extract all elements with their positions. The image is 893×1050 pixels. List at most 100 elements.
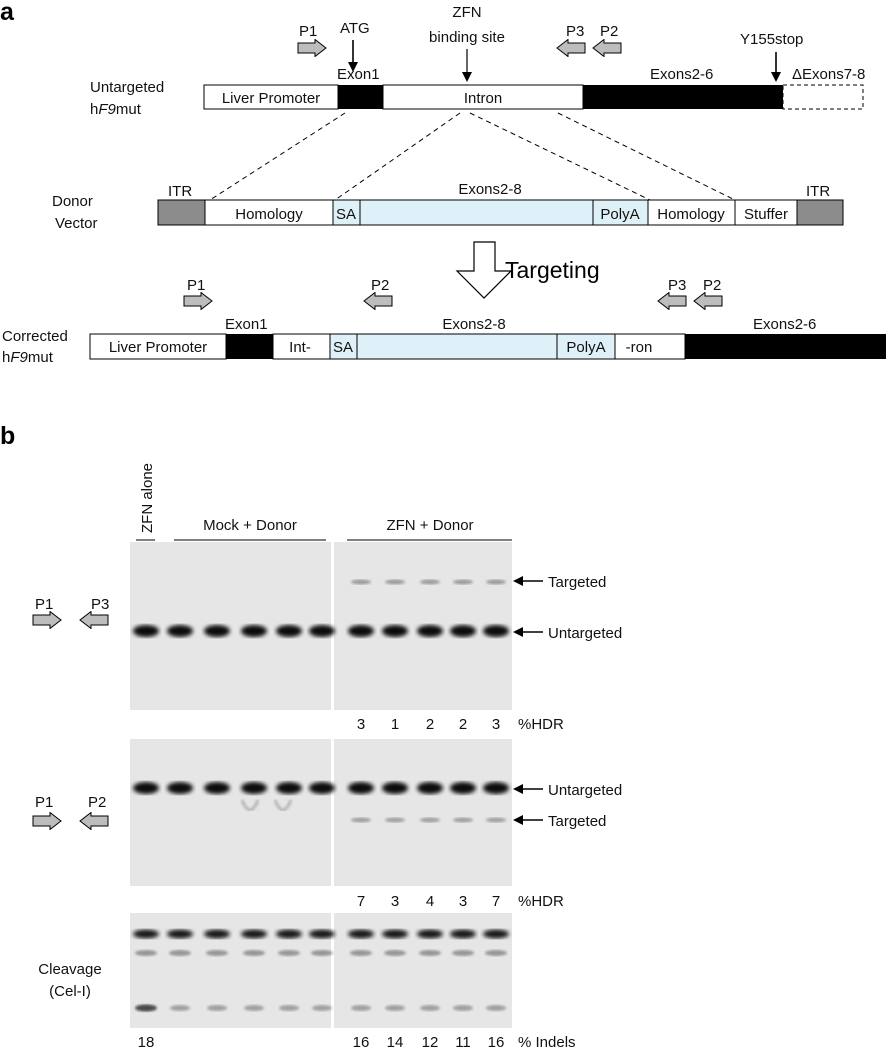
donor-sa-label: SA	[336, 206, 356, 223]
gel3-metric-label: % Indels	[518, 1034, 576, 1050]
gel3-label-line2: (Cel-I)	[49, 983, 91, 1000]
untargeted-label-line1: Untargeted	[90, 79, 164, 96]
gel3-indel-value: 14	[387, 1034, 404, 1050]
gel3-cleaved-band	[453, 1005, 473, 1011]
gel2-untargeted-label: Untargeted	[548, 782, 622, 799]
corrected-promoter-label: Liver Promoter	[109, 339, 207, 356]
gel2-p2-label: P2	[88, 794, 106, 811]
homology-guide-4	[557, 112, 736, 201]
gel1-untargeted-band	[204, 625, 230, 637]
gel1-untargeted-band	[348, 625, 374, 637]
corrected-sa-label: SA	[333, 339, 353, 356]
gel1-targeted-band	[420, 579, 440, 585]
gel1-p1-arrow-icon	[32, 611, 62, 629]
zfn-donor-label: ZFN + Donor	[386, 517, 473, 534]
gel3-mid-band	[350, 950, 372, 956]
gel2-untargeted-band	[276, 782, 302, 794]
gel2-hdr-value: 3	[459, 893, 467, 910]
gel1-targeted-band	[486, 579, 506, 585]
y155-label: Y155stop	[740, 31, 803, 48]
stuffer-label: Stuffer	[744, 206, 788, 223]
gel2-targeted-band	[486, 817, 506, 823]
gel2-smear	[240, 799, 260, 812]
gel3-cleaved-band	[279, 1005, 299, 1011]
gel3-cleaved-band	[244, 1005, 264, 1011]
zfn-label-line1: ZFN	[452, 4, 481, 21]
corrected-sa-segment	[329, 333, 358, 360]
gel3-mid-band	[169, 950, 191, 956]
primer-p1-arrow-icon	[297, 39, 327, 57]
mock-donor-label: Mock + Donor	[203, 517, 297, 534]
donor-label-line2: Vector	[55, 215, 98, 232]
targeting-label: Targeting	[505, 257, 600, 283]
gel1-untargeted-band	[167, 625, 193, 637]
gel3-mid-band	[384, 950, 406, 956]
gel1-targeted-label: Targeted	[548, 574, 606, 591]
gel1-p3-arrow-icon	[79, 611, 109, 629]
corrected-label-line2: hF9mut	[2, 349, 54, 366]
gel2-smear	[273, 799, 293, 812]
gel3-cleaved-band	[135, 1004, 157, 1012]
primer-p2-arrow-icon	[592, 39, 622, 57]
int-segment	[272, 333, 331, 360]
gel3-indel-value: 16	[488, 1034, 505, 1050]
corrected-exons28-label: Exons2-8	[442, 316, 505, 333]
gel2-hdr-value: 4	[426, 893, 434, 910]
gel3-mid-band	[135, 950, 157, 956]
gel-1	[130, 542, 512, 710]
gel3-cleaved-band	[207, 1005, 227, 1011]
itr-left-segment	[157, 199, 206, 226]
corrected-p1-label: P1	[187, 277, 205, 294]
gel3-cleaved-band	[351, 1005, 371, 1011]
gel-3	[130, 913, 512, 1028]
gel2-hdr-value: 7	[492, 893, 500, 910]
gel3-mid-band	[206, 950, 228, 956]
gel-2	[130, 739, 512, 886]
panel-b-letter: b	[0, 422, 15, 450]
primer-p3-arrow-icon	[556, 39, 586, 57]
donor-exons28-segment	[359, 199, 594, 226]
gel1-metric-label: %HDR	[518, 716, 564, 733]
gel1-hdr-value: 2	[426, 716, 434, 733]
homology-left-label: Homology	[235, 206, 303, 223]
corrected-exons26-label: Exons2-6	[753, 316, 816, 333]
gel3-uncut-band	[241, 929, 267, 939]
untargeted-label-line2: hF9mut	[90, 101, 142, 118]
corrected-p2b-label: P2	[703, 277, 721, 294]
corrected-p2a-arrow-icon	[363, 292, 393, 310]
corrected-promoter-segment	[89, 333, 227, 360]
stuffer-segment	[734, 199, 798, 226]
gel1-targeted-band	[351, 579, 371, 585]
intron-segment	[382, 84, 584, 110]
corrected-p1-arrow-icon	[183, 292, 213, 310]
gel3-uncut-band	[382, 929, 408, 939]
corrected-exons26-segment	[685, 334, 886, 359]
gel2-untargeted-band	[309, 782, 335, 794]
gel3-mid-band	[311, 950, 333, 956]
gel3-uncut-band	[309, 929, 335, 939]
promoter-segment	[203, 84, 339, 110]
panel-a-letter: a	[0, 0, 15, 26]
gel1-targeted-band	[453, 579, 473, 585]
zfn-alone-label: ZFN alone	[139, 463, 156, 533]
corrected-p3-label: P3	[668, 277, 686, 294]
homology-right-label: Homology	[657, 206, 725, 223]
corrected-p3-arrow-icon	[657, 292, 687, 310]
gel3-uncut-band	[276, 929, 302, 939]
gel3-uncut-band	[133, 929, 159, 939]
gel1-untargeted-band	[276, 625, 302, 637]
int-label: Int-	[289, 339, 311, 356]
gel3-left-panel	[130, 913, 331, 1028]
gel1-untargeted-band	[133, 625, 159, 637]
donor-exons28-label: Exons2-8	[458, 181, 521, 198]
corrected-exon1-label: Exon1	[225, 316, 268, 333]
ron-label: -ron	[626, 339, 653, 356]
corrected-p2a-label: P2	[371, 277, 389, 294]
gel2-untargeted-band	[204, 782, 230, 794]
primer-p2-label: P2	[600, 23, 618, 40]
gel1-p3-label: P3	[91, 596, 109, 613]
gel2-targeted-band	[385, 817, 405, 823]
gel3-mid-band	[485, 950, 507, 956]
